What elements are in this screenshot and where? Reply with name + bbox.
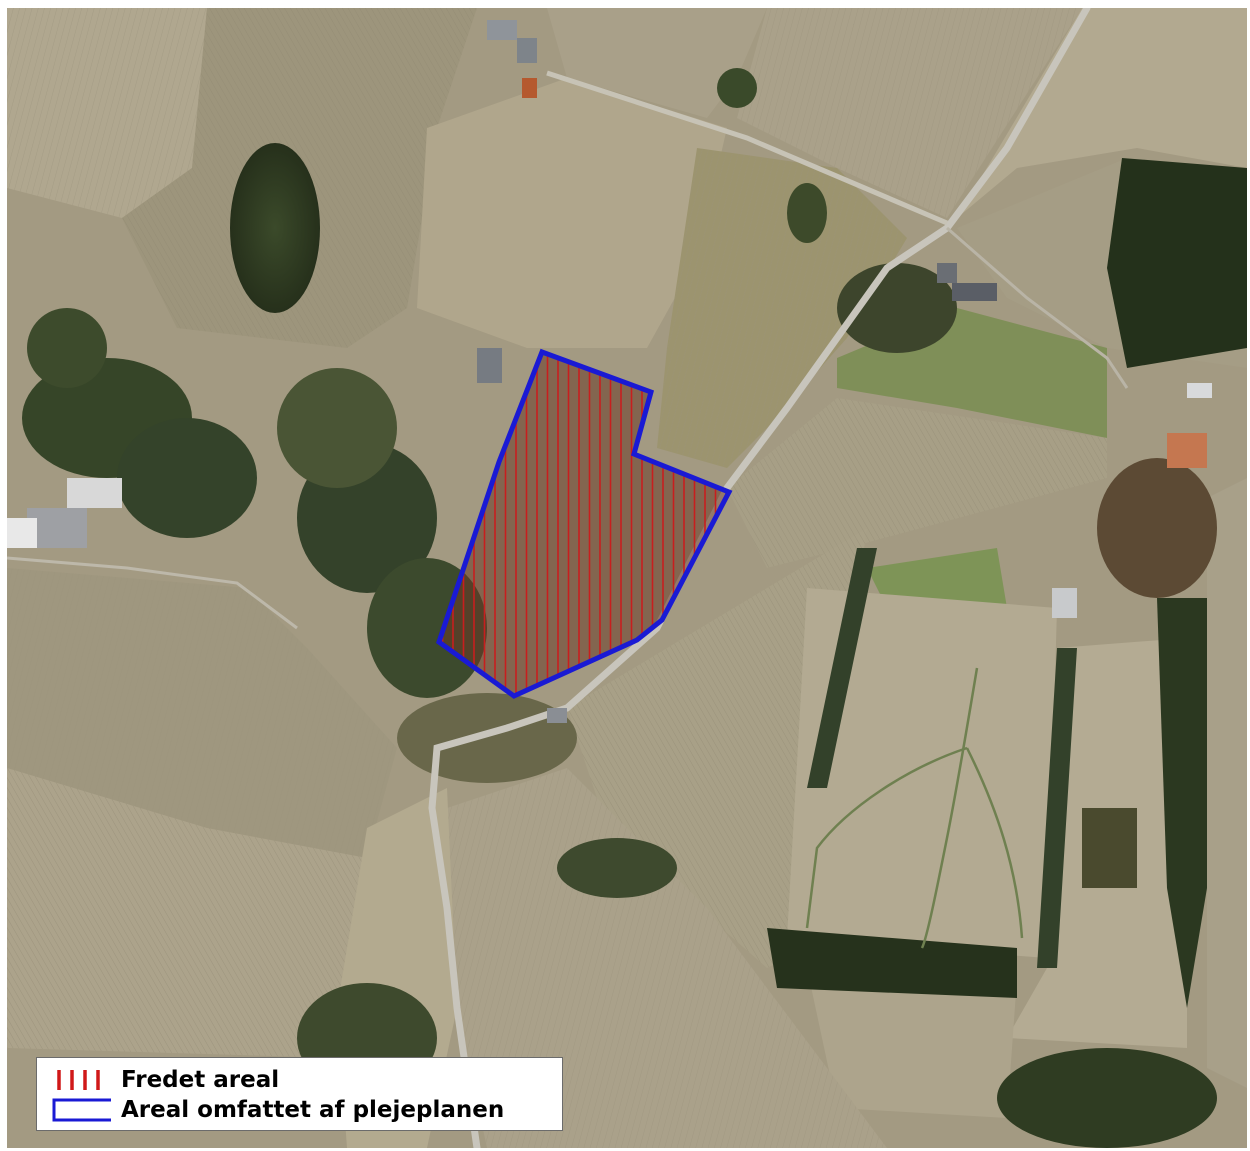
plejeplan-outline[interactable] xyxy=(436,348,733,699)
aerial-photo xyxy=(7,8,1247,1148)
aerial-map[interactable] xyxy=(7,8,1247,1148)
red-hatch-icon xyxy=(57,1070,100,1090)
map-legend: Fredet areal Areal omfattet af plejeplan… xyxy=(36,1057,563,1131)
legend-label-plejeplan: Areal omfattet af plejeplanen xyxy=(121,1097,505,1123)
legend-label-fredet-areal: Fredet areal xyxy=(121,1067,280,1093)
fredet-areal-hatch xyxy=(439,352,729,696)
blue-outline-icon xyxy=(52,1098,111,1122)
